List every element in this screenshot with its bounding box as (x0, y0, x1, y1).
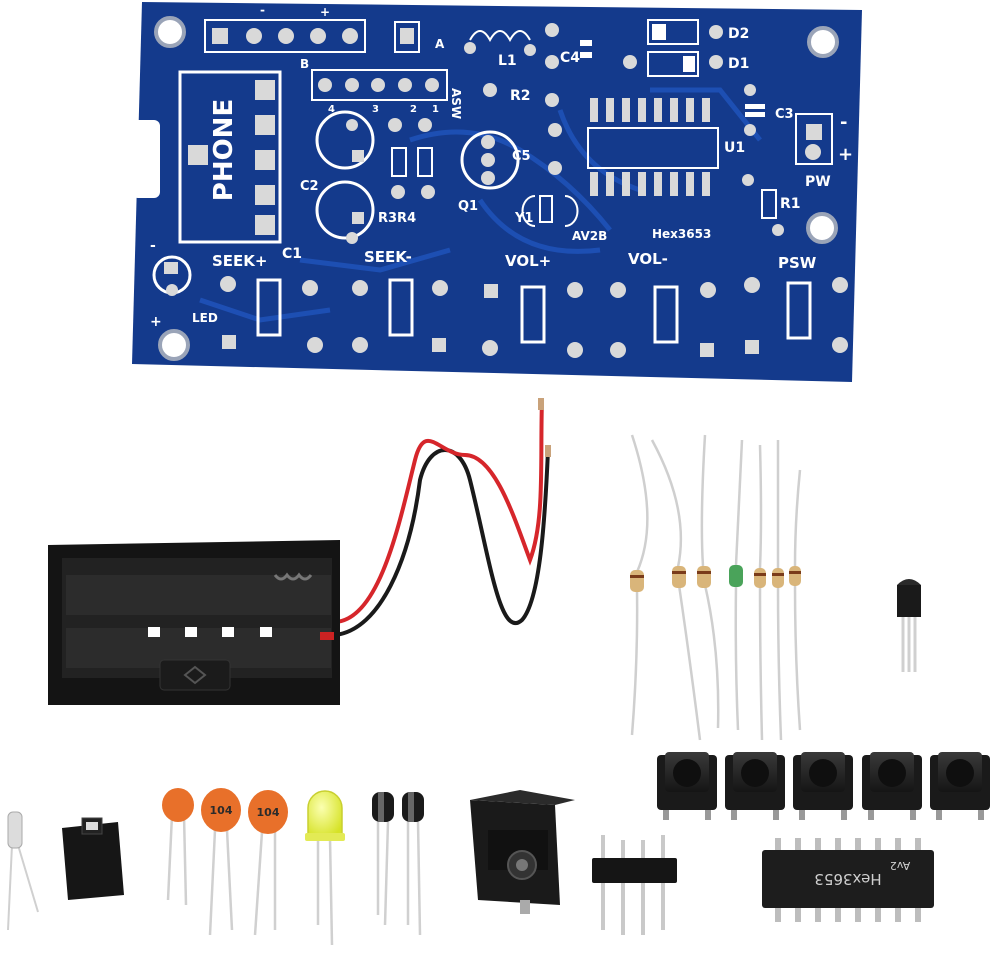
resistor-bodies (630, 565, 801, 592)
pcb-label-b-minus: - (260, 3, 265, 17)
pcb-label-r1: R1 (780, 196, 801, 212)
pcb-label-pin1: 1 (432, 104, 439, 115)
ceramic-capacitors: 104 104 (162, 788, 288, 936)
pcb-label-pin4: 4 (328, 104, 335, 115)
pcb-label-q1: Q1 (458, 199, 478, 214)
pcb-label-pin3: 3 (372, 104, 379, 115)
pcb-label-d2: D2 (728, 26, 749, 42)
battery-holder (48, 398, 551, 705)
pcb-label-board-rev: AV2B (572, 229, 607, 243)
pcb-label-c2: C2 (300, 179, 319, 194)
ceramic-cap-code-1: 104 (210, 804, 233, 817)
pcb-label-pw: PW (805, 174, 831, 190)
pcb-label-led: LED (192, 311, 218, 325)
tactile-buttons (657, 752, 990, 820)
pcb-label-d1: D1 (728, 56, 749, 72)
ceramic-cap-code-2: 104 (257, 806, 280, 819)
crystal (7, 811, 39, 931)
pcb-label-led-minus: - (150, 238, 156, 254)
electrolytic-capacitors (372, 792, 424, 936)
transistor (897, 579, 921, 672)
ic-rev: Av2 (890, 859, 910, 872)
audio-jack (470, 790, 575, 914)
pcb-label-c1: C1 (282, 246, 302, 262)
ic-marking: Hex3653 (814, 870, 881, 888)
pcb-label-pin2: 2 (410, 104, 417, 115)
pcb-label-phone: PHONE (209, 99, 239, 201)
pcb-label-pw-minus: - (840, 112, 847, 133)
pcb-label-b-plus: + (320, 5, 330, 19)
pcb-label-y1: Y1 (514, 211, 533, 226)
ic-chip: Hex3653 Av2 (762, 838, 934, 922)
pcb-label-pw-plus: + (838, 144, 853, 165)
pcb-label-l1: L1 (498, 53, 517, 69)
pcb-label-chip-id: Hex3653 (652, 227, 711, 241)
resistors (630, 434, 802, 741)
pcb-label-c4: C4 (560, 50, 580, 66)
pcb-label-b: B (300, 57, 309, 71)
pcb-label-vol-plus: VOL+ (505, 252, 551, 270)
pcb-board: PHONE B A ASW L1 C4 R2 C5 D2 D1 C3 U1 PW… (132, 2, 862, 382)
pcb-label-r3r4: R3R4 (378, 211, 416, 226)
pcb-label-a: A (435, 37, 445, 51)
pcb-label-c3: C3 (775, 107, 794, 122)
mounting-holes (154, 16, 839, 361)
pcb-label-u1: U1 (724, 140, 745, 156)
yellow-led (305, 790, 345, 946)
jumper-cap (62, 817, 124, 900)
pcb-label-psw: PSW (778, 254, 817, 272)
pcb-label-led-plus: + (150, 314, 162, 330)
pcb-label-vol-minus: VOL- (628, 250, 668, 268)
pcb-label-r2: R2 (510, 88, 531, 104)
pcb-label-seek-minus: SEEK- (364, 248, 412, 266)
pcb-label-c5: C5 (512, 149, 531, 164)
pin-header (592, 835, 677, 935)
pcb-label-asw: ASW (449, 88, 463, 119)
pcb-label-seek-plus: SEEK+ (212, 252, 268, 270)
